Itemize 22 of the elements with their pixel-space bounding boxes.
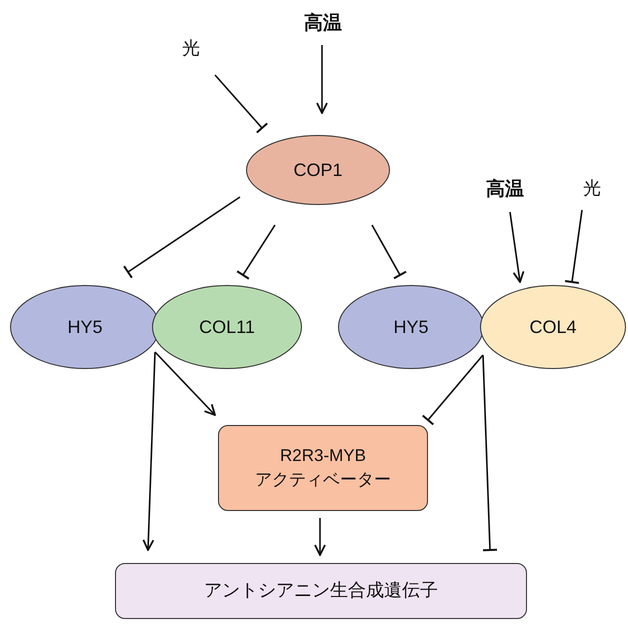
arrow: [314, 518, 326, 556]
inhibition-line: [371, 224, 408, 280]
stimulus-label: 光: [176, 34, 206, 62]
inhibition-line: [236, 224, 276, 280]
activator-box: R2R3-MYB アクティベーター: [218, 425, 428, 511]
inhibition-line: [482, 354, 498, 552]
gene-box: アントシアニン生合成遺伝子: [115, 563, 527, 619]
arrow: [154, 351, 216, 416]
protein-ellipse: COL11: [152, 285, 302, 369]
arrow: [142, 352, 156, 551]
inhibition-line: [564, 210, 583, 284]
arrow: [316, 45, 328, 114]
stimulus-label: 高温: [297, 8, 349, 38]
inhibition-line: [214, 74, 268, 134]
stimulus-label: 光: [577, 174, 607, 202]
inhibition-line: [422, 354, 484, 426]
protein-ellipse: COL4: [480, 285, 626, 369]
inhibition-line: [123, 196, 240, 279]
arrow: [509, 212, 524, 283]
protein-ellipse: HY5: [338, 285, 484, 369]
stimulus-label: 高温: [478, 174, 532, 204]
protein-ellipse: COP1: [246, 135, 390, 205]
